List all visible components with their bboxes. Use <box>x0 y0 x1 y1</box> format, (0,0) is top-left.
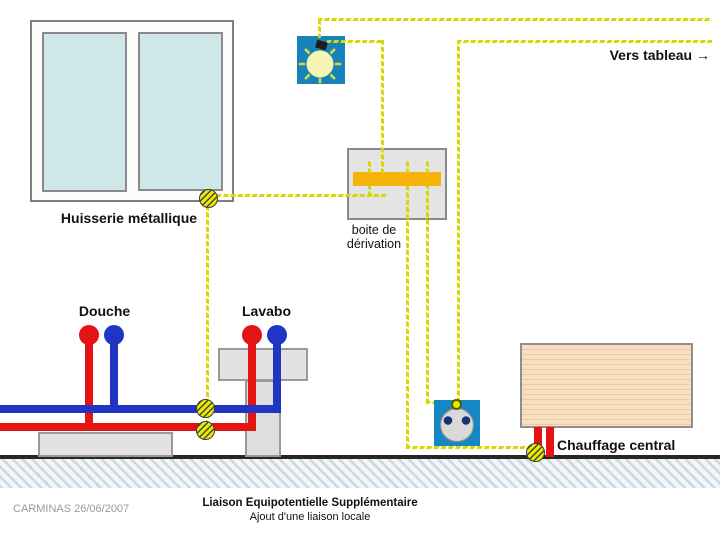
cold-pipe-cap-shower <box>104 325 124 345</box>
earth-wire-top-run-to-panel <box>318 18 712 21</box>
shower-tray <box>38 432 173 457</box>
earth-wire-box-to-radiator-horizontal <box>406 446 532 449</box>
earth-wire-box-to-socket-vertical <box>426 186 429 403</box>
shower-label: Douche <box>78 303 131 319</box>
earth-wire-terminal-stub <box>426 161 429 173</box>
cold-pipe-cap-washbasin <box>267 325 287 345</box>
light-bulb-icon <box>298 39 342 84</box>
junction-box-label: boite de dérivation <box>324 223 424 251</box>
radiator-pipe-right <box>546 427 554 457</box>
radiator <box>520 343 693 428</box>
earth-wire-window-to-box <box>217 194 386 197</box>
earth-wire-panel-to-socket <box>457 40 460 402</box>
washbasin-basin <box>218 348 308 381</box>
hot-pipe-cap-washbasin <box>242 325 262 345</box>
junction-box-label-line1: boite de <box>351 223 397 237</box>
radiator-pipe-left <box>534 427 542 457</box>
earth-wire-terminal-stub <box>368 161 371 173</box>
earth-wire-panel-run <box>457 40 712 43</box>
light-fixture-icon <box>297 36 345 84</box>
caption-subtitle: Ajout d'une liaison locale <box>249 511 371 523</box>
terminal-strip <box>353 172 441 186</box>
bond-point-radiator-icon <box>526 443 545 462</box>
credit-text: CARMINAS 26/06/2007 <box>13 503 130 515</box>
earth-wire-box-to-radiator-vertical <box>406 186 409 448</box>
washbasin-label: Lavabo <box>241 303 291 319</box>
socket-earth-terminal-icon <box>451 399 462 410</box>
bond-point-window-icon <box>199 189 218 208</box>
bond-point-hot-pipe-icon <box>196 421 215 440</box>
hot-pipe-shower-riser <box>85 330 93 431</box>
junction-box-label-line2: dérivation <box>346 236 402 251</box>
central-heating-label: Chauffage central <box>557 437 676 453</box>
earth-wire-window-to-pipes <box>206 206 209 432</box>
earth-wire-lamp-to-box-vertical <box>381 40 384 173</box>
earth-wire-lamp-riser <box>318 18 321 38</box>
cold-pipe-horizontal <box>0 405 281 413</box>
window-pane-right <box>138 32 223 191</box>
window-pane-left <box>42 32 127 192</box>
window-label: Huisserie métallique <box>60 210 198 226</box>
cold-pipe-washbasin-riser <box>273 330 281 413</box>
to-panel-label: Vers tableau → <box>609 47 710 63</box>
earth-wire-lamp-to-box-horizontal <box>327 40 384 43</box>
caption-title: Liaison Equipotentielle Supplémentaire <box>202 497 418 509</box>
hot-pipe-cap-shower <box>79 325 99 345</box>
floor-hatching <box>0 459 720 488</box>
earth-wire-terminal-stub <box>368 186 371 196</box>
cold-pipe-shower-riser <box>110 330 118 413</box>
hot-pipe-horizontal <box>0 423 256 431</box>
earth-wire-terminal-stub <box>406 161 409 173</box>
hot-pipe-washbasin-riser <box>248 330 256 431</box>
floor-line <box>0 455 720 459</box>
bond-point-cold-pipe-icon <box>196 399 215 418</box>
